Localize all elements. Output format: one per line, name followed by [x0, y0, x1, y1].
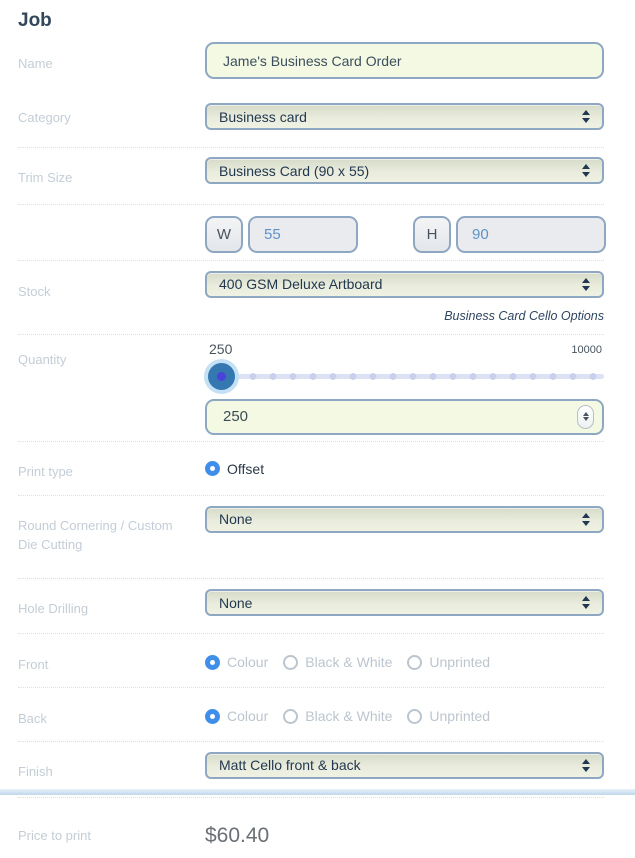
back-radio-black-white-label: Black & White	[305, 708, 393, 725]
front-radio-colour-label: Colour	[227, 654, 269, 671]
cello-options-link[interactable]: Business Card Cello Options	[444, 308, 604, 323]
row-quantity: Quantity 250 10000 250	[18, 333, 604, 441]
back-radio-colour-label: Colour	[227, 708, 269, 725]
quantity-input[interactable]: 250	[205, 398, 604, 435]
hole-drilling-label: Hole Drilling	[18, 601, 89, 617]
row-stock: Stock 400 GSM Deluxe Artboard Business C…	[18, 259, 604, 334]
front-radio-unprinted[interactable]	[407, 654, 423, 670]
quantity-input-value: 250	[223, 408, 249, 426]
height-input[interactable]: 90	[456, 215, 606, 253]
round-cornering-select[interactable]: None	[205, 505, 604, 533]
row-name: Name Jame's Business Card Order	[18, 40, 604, 103]
select-stepper-icon	[581, 511, 590, 527]
category-select-value: Business card	[219, 108, 307, 125]
trim-size-select-value: Business Card (90 x 55)	[219, 162, 370, 179]
name-input[interactable]: Jame's Business Card Order	[205, 42, 604, 79]
front-label: Front	[18, 657, 49, 673]
row-back: Back Colour Black & White Unprinted	[18, 687, 604, 741]
row-price: Price to print $60.40	[18, 796, 604, 858]
radio-offset-label: Offset	[227, 460, 265, 477]
category-label: Category	[18, 110, 71, 125]
hole-drilling-select-value: None	[219, 594, 253, 611]
front-radio-black-white[interactable]	[283, 654, 299, 670]
row-dimensions: W 55 H 90	[18, 203, 606, 260]
slider-dots	[243, 371, 602, 381]
dimensions-label-spacer	[18, 216, 205, 229]
row-hole-drilling: Hole Drilling None	[18, 578, 604, 633]
trim-size-select[interactable]: Business Card (90 x 55)	[205, 157, 604, 184]
quantity-slider-value: 250	[209, 340, 233, 357]
front-radio-unprinted-label: Unprinted	[429, 654, 491, 671]
trim-size-label: Trim Size	[18, 170, 73, 185]
next-panel-edge	[0, 789, 635, 795]
row-front: Front Colour Black & White Unprinted	[18, 633, 604, 687]
width-input[interactable]: 55	[248, 215, 358, 253]
front-radio-colour[interactable]	[205, 654, 220, 670]
row-finish: Finish Matt Cello front & back	[18, 740, 604, 797]
select-stepper-icon	[581, 757, 590, 773]
back-radio-black-white[interactable]	[283, 708, 299, 724]
category-select[interactable]: Business card	[205, 103, 604, 130]
finish-label: Finish	[18, 763, 53, 779]
front-radio-black-white-label: Black & White	[305, 654, 393, 671]
width-input-value: 55	[264, 225, 281, 243]
finish-select-value: Matt Cello front & back	[219, 757, 361, 774]
radio-offset[interactable]	[205, 461, 220, 477]
row-round-cornering: Round Cornering / Custom Die Cutting Non…	[18, 494, 604, 579]
select-stepper-icon	[581, 163, 590, 179]
quantity-slider-max: 10000	[571, 343, 602, 356]
finish-select[interactable]: Matt Cello front & back	[205, 751, 604, 779]
row-category: Category Business card	[18, 103, 604, 147]
price-label: Price to print	[18, 827, 91, 843]
quantity-slider-handle[interactable]	[208, 362, 235, 390]
stock-select-value: 400 GSM Deluxe Artboard	[219, 276, 383, 293]
back-radio-unprinted[interactable]	[407, 708, 423, 724]
width-tag: W	[205, 215, 243, 253]
print-type-label: Print type	[18, 463, 73, 479]
stock-label: Stock	[18, 283, 51, 299]
quantity-slider[interactable]	[205, 359, 604, 393]
back-label: Back	[18, 711, 47, 727]
name-input-value: Jame's Business Card Order	[223, 52, 402, 69]
row-trim-size: Trim Size Business Card (90 x 55)	[18, 147, 604, 204]
select-stepper-icon	[581, 595, 590, 611]
price-value: $60.40	[205, 823, 270, 847]
name-label: Name	[18, 56, 53, 71]
hole-drilling-select[interactable]: None	[205, 589, 604, 617]
quantity-label: Quantity	[18, 351, 67, 367]
stock-select[interactable]: 400 GSM Deluxe Artboard	[205, 270, 604, 298]
height-tag: H	[413, 215, 451, 253]
page-title: Job	[18, 10, 52, 31]
select-stepper-icon	[581, 109, 590, 125]
quantity-spinner-icon[interactable]	[577, 404, 594, 429]
select-stepper-icon	[581, 276, 590, 292]
back-radio-colour[interactable]	[205, 708, 220, 724]
height-input-value: 90	[472, 225, 489, 243]
round-cornering-select-value: None	[219, 511, 253, 528]
slider-handle-dot	[217, 371, 226, 381]
row-print-type: Print type Offset	[18, 440, 604, 495]
round-cornering-label: Round Cornering / Custom Die Cutting	[18, 517, 173, 552]
back-radio-unprinted-label: Unprinted	[429, 708, 491, 725]
